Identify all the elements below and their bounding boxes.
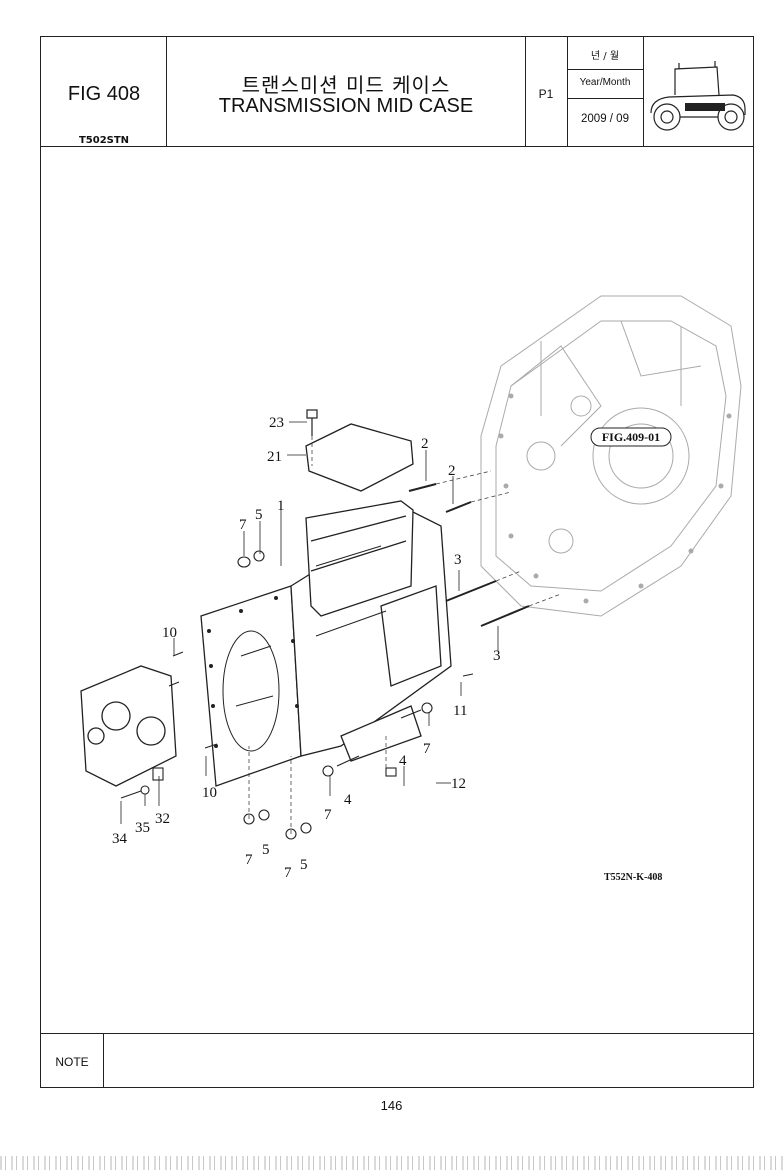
callout-number: 10 [162,625,177,641]
page-code: P1 [538,87,554,101]
callout-number: 7 [284,865,292,881]
callout-number: 3 [454,552,462,568]
exploded-parts-diagram: FIG.409-01 [80,295,742,883]
leader-lines [120,421,499,824]
top-cover-plate [305,423,414,492]
callout-number: 5 [300,857,308,873]
front-cover-housing [80,665,177,787]
callout-number: 5 [255,507,263,523]
callout-number: 7 [324,807,332,823]
figure-reference-badge [590,427,672,447]
callout-number: 7 [423,741,431,757]
callout-number: 10 [202,785,217,801]
model-code: T502STN [78,135,130,146]
assembly-lines [248,436,562,834]
studs [408,483,530,627]
page-number: 146 [380,1098,403,1113]
callout-number: 2 [421,436,429,452]
mid-case-bolt-holes [207,596,299,748]
header-divider [525,37,526,146]
callout-number: 32 [155,811,170,827]
callout-number: 34 [112,831,128,847]
callout-number: 2 [448,463,456,479]
note-text [105,1037,745,1083]
cover-bolt [306,409,318,436]
figure-reference: FIG.409-01 [602,430,660,444]
year-month-label-korean: 년 / 월 [590,51,620,62]
callout-number: 12 [451,776,466,792]
title-korean: 트랜스미션 미드 케이스 [241,73,451,97]
callout-number: 1 [277,498,285,514]
callout-number: 7 [239,517,247,533]
callout-number: 4 [344,792,352,808]
reference-case-bolt-holes [498,393,732,604]
callout-number: 3 [493,648,501,664]
note-divider [103,1033,104,1087]
title-english: TRANSMISSION MID CASE [218,95,474,117]
fig-number: FIG 408 [67,83,141,105]
header-divider [567,69,643,70]
callout-number: 7 [245,852,253,868]
callout-number: 5 [262,842,270,858]
callout-number: 35 [135,820,150,836]
callout-number: 21 [267,449,282,465]
year-month-value: 2009 / 09 [581,113,629,125]
header-divider [567,98,643,99]
fasteners [120,550,474,840]
callout-number: 11 [453,703,467,719]
scan-edge-artifact [0,1156,783,1170]
mid-case-body [200,500,452,787]
parts-sheet: FIG 408 T502STN 트랜스미션 미드 케이스 TRANSMISSIO… [40,36,754,1088]
note-label: NOTE [55,1055,89,1069]
note-top-rule [41,1033,753,1034]
header-divider [166,37,167,146]
header-divider [643,37,644,146]
tractor-icon [650,61,746,131]
mid-case-details [222,545,387,752]
reference-transmission-case [480,295,742,617]
year-month-label: Year/Month [579,77,631,88]
callout-number: 4 [399,753,407,769]
header-divider [567,37,568,146]
drawing-code: T552N-K-408 [604,872,662,883]
header-bottom-rule [41,146,753,147]
callout-number: 23 [269,415,284,431]
